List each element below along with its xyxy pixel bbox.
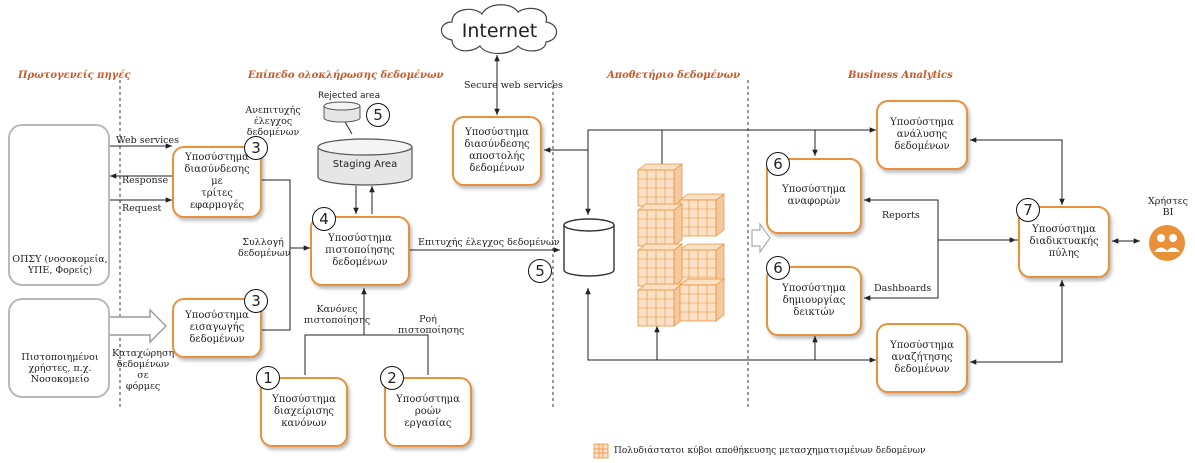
certification-rules-label: Κανόνες πιστοποίησης bbox=[303, 304, 371, 326]
section-divider bbox=[119, 80, 749, 410]
rejected-area-cylinder bbox=[323, 101, 361, 123]
step-number-import: 3 bbox=[244, 289, 268, 313]
response-label: Response bbox=[122, 175, 169, 186]
step-number-certification: 4 bbox=[312, 207, 336, 231]
internet-label: Internet bbox=[461, 20, 538, 42]
dashboards-flow-label: Dashboards bbox=[874, 283, 932, 294]
legend-label: Πολυδιάστατοι κύβοι αποθήκευσης μετασχημ… bbox=[614, 446, 926, 456]
step-number-rejected: 5 bbox=[366, 103, 390, 127]
failed-check-label: Ανεπιτυχής έλεγχος δεδομένων bbox=[245, 105, 301, 138]
source-systems-box bbox=[8, 124, 110, 286]
certification-flow-label: Ροή πιστοποίησης bbox=[398, 314, 465, 336]
cube-icon bbox=[678, 193, 726, 237]
manual-entry-label: Καταχώρηση δεδομένων σε φόρμες bbox=[112, 348, 175, 392]
cube-icon bbox=[636, 203, 684, 247]
data-analysis-box[interactable]: Υποσύστημα ανάλυσης δεδομένων bbox=[876, 100, 968, 170]
section-title-integration: Επίπεδο ολοκλήρωσης δεδομένων bbox=[248, 70, 444, 81]
data-send-interface-box[interactable]: Υποσύστημα διασύνδεσης αποστολής δεδομέν… bbox=[452, 116, 542, 186]
rejected-area-label: Rejected area bbox=[318, 91, 381, 101]
manual-entry-arrow bbox=[107, 308, 167, 344]
section-title-warehouse: Αποθετήριο δεδομένων bbox=[607, 70, 741, 81]
certified-users-caption: Πιστοποιημένοι χρήστες, π.χ. Νοσοκομείο bbox=[21, 352, 99, 385]
step-number-workflows: 2 bbox=[380, 366, 404, 390]
source-systems-caption: ΟΠΣΥ (νοσοκομεία, ΥΠΕ, Φορείς) bbox=[12, 254, 108, 276]
step-number-portal: 7 bbox=[1016, 198, 1040, 222]
request-label: Request bbox=[122, 203, 162, 214]
section-title-analytics: Business Analytics bbox=[848, 70, 953, 81]
workflows-box[interactable]: Υποσύστημα ροών εργασίας bbox=[384, 377, 472, 447]
step-number-third-party: 3 bbox=[244, 136, 268, 160]
warehouse-cylinder bbox=[563, 218, 615, 277]
cube-icon bbox=[678, 278, 726, 322]
rules-management-box[interactable]: Υποσύστημα διαχείρισης κανόνων bbox=[260, 377, 348, 447]
certification-box[interactable]: Υποσύστημα πιστοποίησης δεδομένων bbox=[310, 216, 410, 286]
reports-box[interactable]: Υποσύστημα αναφορών bbox=[766, 158, 862, 234]
step-number-indicators: 6 bbox=[766, 256, 790, 280]
section-title-sources: Πρωτογενείς πηγές bbox=[18, 70, 131, 81]
certified-users-box bbox=[8, 298, 110, 398]
staging-area-label: Staging Area bbox=[332, 159, 398, 170]
cube-icon bbox=[636, 243, 684, 287]
internet-cloud bbox=[440, 4, 558, 55]
legend-cube-icon bbox=[593, 443, 609, 459]
step-number-rules: 1 bbox=[256, 366, 280, 390]
success-check-label: Επιτυχής έλεγχος δεδομένων bbox=[418, 237, 560, 248]
bi-users-label: Χρήστες BI bbox=[1147, 196, 1189, 218]
web-services-label: Web services bbox=[116, 135, 179, 146]
staging-area-cylinder bbox=[317, 138, 413, 186]
step-number-warehouse: 5 bbox=[528, 259, 552, 283]
bi-users-icon bbox=[1149, 225, 1185, 261]
collect-data-label: Συλλογή δεδομένων bbox=[238, 237, 291, 259]
step-number-reports: 6 bbox=[766, 152, 790, 176]
data-search-box[interactable]: Υποσύστημα αναζήτησης δεδομένων bbox=[876, 323, 968, 393]
third-party-interface-box[interactable]: Υποσύστημα διασύνδεσης με τρίτες εφαρμογ… bbox=[172, 146, 262, 218]
cube-icon bbox=[636, 283, 684, 327]
reports-flow-label: Reports bbox=[882, 210, 920, 221]
secure-web-services-label: Secure web services bbox=[464, 80, 563, 91]
cube-icon bbox=[636, 163, 684, 207]
